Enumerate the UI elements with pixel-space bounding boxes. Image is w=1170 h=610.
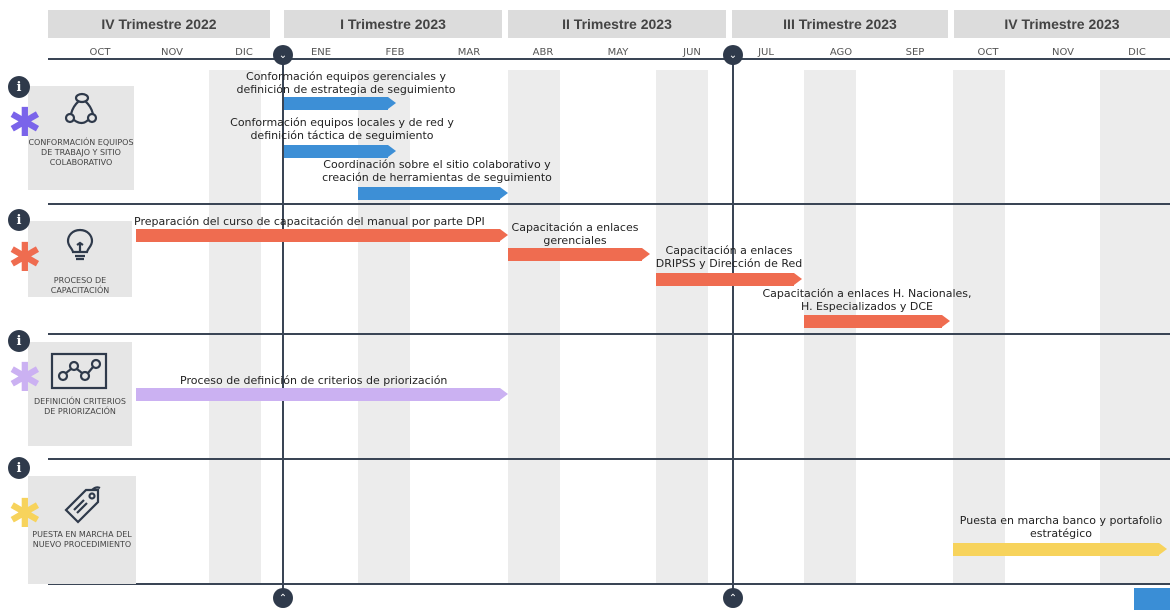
info-icon[interactable]: i [8, 457, 30, 479]
month-column-shade [1100, 70, 1170, 583]
month-label: SEP [905, 47, 925, 58]
month-label: AGO [829, 47, 853, 58]
task-label: Conformación equipos locales y de red y … [230, 116, 454, 142]
task-label: Capacitación a enlaces gerenciales [511, 221, 639, 247]
category-label: PROCESO DE CAPACITACIÓN [50, 276, 110, 295]
category-card: DEFINICIÓN CRITERIOS DE PRIORIZACIÓN [28, 342, 132, 446]
month-label: JUL [758, 47, 774, 58]
year-marker-line [282, 55, 284, 595]
category-label: CONFORMACIÓN EQUIPOS DE TRABAJO Y SITIO … [28, 138, 134, 167]
info-icon[interactable]: i [8, 330, 30, 352]
category-card: PUESTA EN MARCHA DEL NUEVO PROCEDIMIENTO [28, 476, 136, 584]
month-label: MAY [607, 47, 629, 58]
task-bar[interactable] [136, 388, 508, 401]
info-icon[interactable]: i [8, 76, 30, 98]
month-label: NOV [1051, 47, 1075, 58]
quarter-header: II Trimestre 2023 [508, 10, 726, 38]
quarter-header: I Trimestre 2023 [284, 10, 502, 38]
task-label: Coordinación sobre el sitio colaborativo… [322, 158, 552, 184]
quarter-header: IV Trimestre 2023 [954, 10, 1170, 38]
month-label: DIC [235, 47, 253, 58]
month-column-shade [209, 70, 261, 583]
header-divider [48, 58, 1170, 60]
category-card: PROCESO DE CAPACITACIÓN [28, 221, 132, 297]
month-column-shade [656, 70, 708, 583]
task-bar[interactable] [656, 273, 802, 286]
category-label: PUESTA EN MARCHA DEL NUEVO PROCEDIMIENTO [32, 530, 132, 549]
price-tag-icon [64, 486, 101, 524]
task-label: Puesta en marcha banco y portafolio estr… [959, 514, 1163, 540]
month-label: MAR [457, 47, 481, 58]
task-bar[interactable] [284, 97, 396, 110]
row-divider [48, 458, 1170, 460]
row-divider [48, 203, 1170, 205]
month-label: NOV [160, 47, 184, 58]
task-label: Proceso de definición de criterios de pr… [180, 374, 448, 387]
team-network-icon [64, 92, 98, 125]
asterisk-icon: ✱ [8, 491, 42, 537]
task-label: Conformación equipos gerenciales y defin… [236, 70, 456, 96]
task-bar[interactable] [136, 229, 508, 242]
task-bar[interactable] [358, 187, 508, 200]
category-label: DEFINICIÓN CRITERIOS DE PRIORIZACIÓN [33, 397, 127, 416]
chevron-down-icon[interactable]: ⌄ [273, 45, 293, 65]
asterisk-icon: ✱ [8, 235, 42, 281]
task-bar[interactable] [953, 543, 1167, 556]
footer-divider [48, 583, 1170, 585]
month-column-shade [953, 70, 1005, 583]
corner-tab [1134, 588, 1170, 610]
task-label: Capacitación a enlaces H. Nacionales, H.… [762, 287, 972, 313]
info-icon[interactable]: i [8, 209, 30, 231]
quarter-header: IV Trimestre 2022 [48, 10, 270, 38]
task-label: Capacitación a enlaces DRIPSS y Direcció… [655, 244, 803, 270]
chevron-up-icon[interactable]: ⌃ [723, 588, 743, 608]
task-bar[interactable] [804, 315, 950, 328]
chevron-down-icon[interactable]: ⌄ [723, 45, 743, 65]
month-label: ENE [310, 47, 332, 58]
category-card: CONFORMACIÓN EQUIPOS DE TRABAJO Y SITIO … [28, 86, 134, 190]
year-marker-line [732, 55, 734, 595]
month-label: DIC [1128, 47, 1146, 58]
asterisk-icon: ✱ [8, 355, 42, 401]
chevron-up-icon[interactable]: ⌃ [273, 588, 293, 608]
asterisk-icon: ✱ [8, 100, 42, 146]
month-label: JUN [683, 47, 701, 58]
task-label: Preparación del curso de capacitación de… [134, 215, 485, 228]
month-column-shade [508, 70, 560, 583]
connected-nodes-icon [50, 352, 108, 390]
month-label: OCT [89, 47, 111, 58]
lightbulb-icon [66, 228, 94, 261]
quarter-header: III Trimestre 2023 [732, 10, 948, 38]
task-bar[interactable] [508, 248, 650, 261]
month-label: OCT [977, 47, 999, 58]
month-label: FEB [385, 47, 405, 58]
month-label: ABR [532, 47, 554, 58]
task-bar[interactable] [284, 145, 396, 158]
row-divider [48, 333, 1170, 335]
